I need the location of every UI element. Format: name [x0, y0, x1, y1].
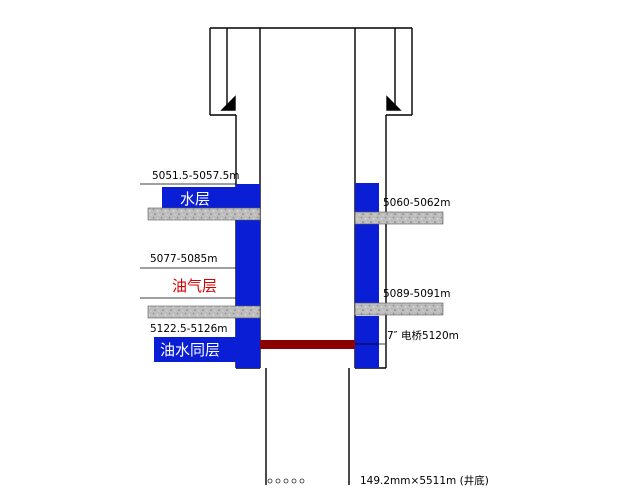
- depth-label-left-3: 5122.5-5126m: [150, 323, 227, 335]
- water-zone-left-2: [236, 220, 260, 308]
- cement-band-right-2: [354, 302, 444, 316]
- zone-label-water: 水层: [180, 190, 210, 208]
- depth-label-right-1: 5060-5062m: [383, 197, 450, 209]
- bottom-hole-label: 149.2mm×5511m (井底): [360, 474, 489, 487]
- zone-label-oil-gas: 油气层: [172, 277, 217, 295]
- oil-water-label-box: [154, 337, 236, 362]
- depth-label-right-2: 5089-5091m: [383, 288, 450, 300]
- cement-band-left-1: [147, 207, 261, 221]
- depth-label-left-2: 5077-5085m: [150, 253, 217, 265]
- leader-lines: [140, 183, 385, 345]
- bridge-plug-label: 7″ 电桥5120m: [387, 329, 459, 342]
- water-zone-right-3: [355, 316, 379, 368]
- water-zone-left-3: [236, 318, 260, 368]
- bridge-plug: [260, 340, 355, 349]
- water-zone-left-1: [236, 184, 260, 210]
- water-zone-right-2: [355, 224, 379, 304]
- wellhead: [209, 27, 413, 116]
- water-label-box: [162, 187, 236, 210]
- perforation-holes: [267, 478, 305, 484]
- zone-label-oil-water: 油水同层: [160, 341, 220, 359]
- cement-band-left-2: [147, 305, 261, 319]
- open-hole: [265, 368, 350, 485]
- cement-band-right-1: [354, 211, 444, 225]
- depth-label-left-1: 5051.5-5057.5m: [152, 170, 240, 182]
- water-zone-right-1: [355, 183, 379, 213]
